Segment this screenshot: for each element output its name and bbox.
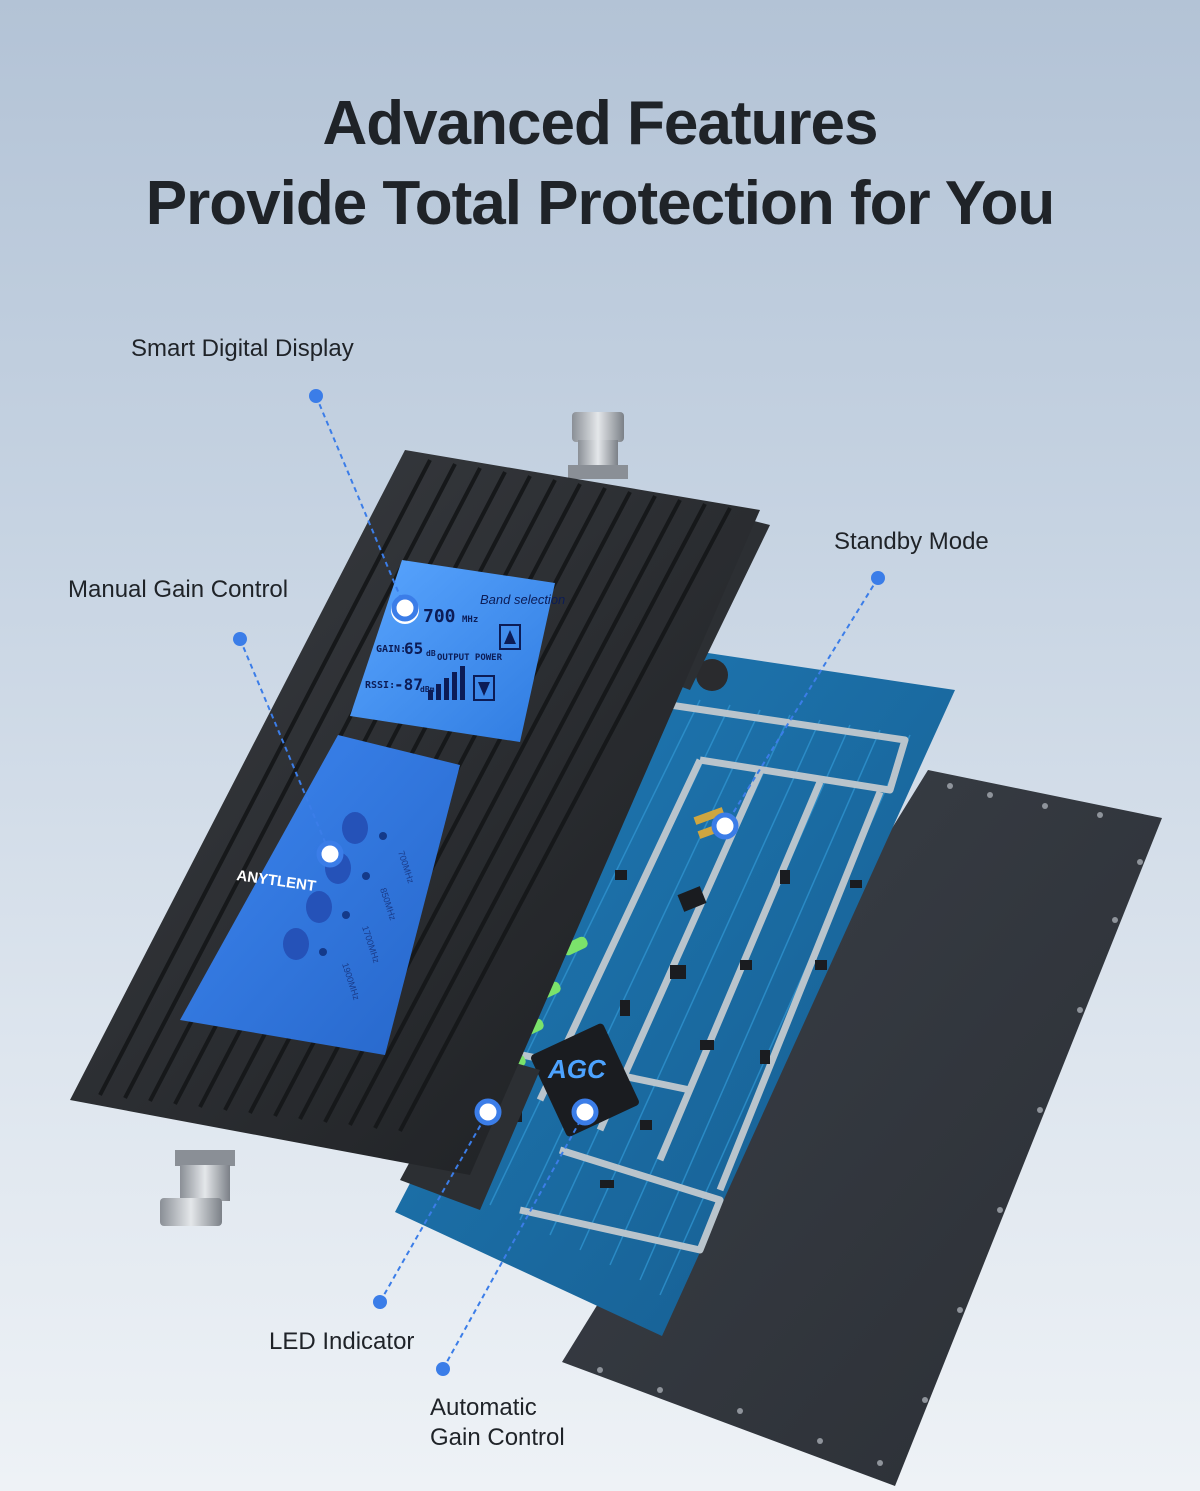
back-cover-plate [562, 770, 1162, 1486]
control-panel: ANYTLENT 700MHz 850MHz 1700MHz 1900MHz [180, 735, 460, 1055]
gain-button-hotspot [316, 840, 344, 868]
manual-gain-leader-line [239, 638, 331, 855]
band-led-dots [319, 832, 387, 956]
callout-standby-mode: Standby Mode [834, 528, 989, 555]
bottom-n-connector [160, 1150, 235, 1226]
standby-hotspot [711, 812, 739, 840]
callout-agc-line-1: Automatic [430, 1394, 537, 1421]
lcd-rssi-unit: dBm [420, 685, 435, 694]
headline-line-1: Advanced Features [322, 89, 879, 158]
lcd-gain-value: 65 [404, 639, 423, 658]
signal-bars-icon [428, 666, 465, 700]
capacitor [696, 659, 728, 691]
booster-housing: 700 MHz Band selection GAIN: 65 dB OUTPU… [70, 412, 770, 1226]
led-marker [373, 1295, 387, 1309]
agc-chip: AGC [531, 1023, 639, 1137]
callout-led-indicator: LED Indicator [269, 1328, 415, 1355]
lcd-down-arrow-icon [473, 675, 495, 701]
headline-line-2: Provide Total Protection for You [145, 169, 1055, 238]
smart-display-leader-line [315, 395, 406, 609]
top-n-connector [568, 412, 628, 479]
display-hotspot [391, 594, 419, 622]
lcd-gain-unit: dB [426, 649, 436, 658]
agc-marker [436, 1362, 450, 1376]
callout-manual-gain-control: Manual Gain Control [68, 576, 289, 603]
callout-automatic-gain-control: Automatic Gain Control [430, 1393, 630, 1453]
lcd-rssi-label: RSSI: [365, 680, 395, 691]
lcd-up-arrow-icon [499, 624, 521, 650]
lcd-rssi-value: -87 [394, 675, 423, 694]
agc-leader-line [442, 1111, 586, 1370]
lcd-gain-label: GAIN: [376, 644, 406, 655]
standby-leader-line [724, 577, 879, 827]
standby-marker [871, 571, 885, 585]
led-leader-line [379, 1111, 489, 1303]
manual-gain-marker [233, 632, 247, 646]
agc-chip-label: AGC [547, 1054, 607, 1084]
smart-display-marker [309, 389, 323, 403]
lcd-frequency-unit: MHz [462, 615, 478, 625]
agc-hotspot [571, 1098, 599, 1126]
band-button-4[interactable] [283, 928, 309, 960]
led-hotspot [474, 1098, 502, 1126]
lcd-band-selection: Band selection [480, 592, 565, 607]
lcd-output-power: OUTPUT POWER [437, 653, 503, 663]
band-button-3[interactable] [306, 891, 332, 923]
lcd-frequency: 700 [423, 606, 456, 627]
callout-agc-line-2: Gain Control [430, 1424, 565, 1451]
band-button-1[interactable] [342, 812, 368, 844]
callout-smart-digital-display: Smart Digital Display [131, 335, 354, 362]
